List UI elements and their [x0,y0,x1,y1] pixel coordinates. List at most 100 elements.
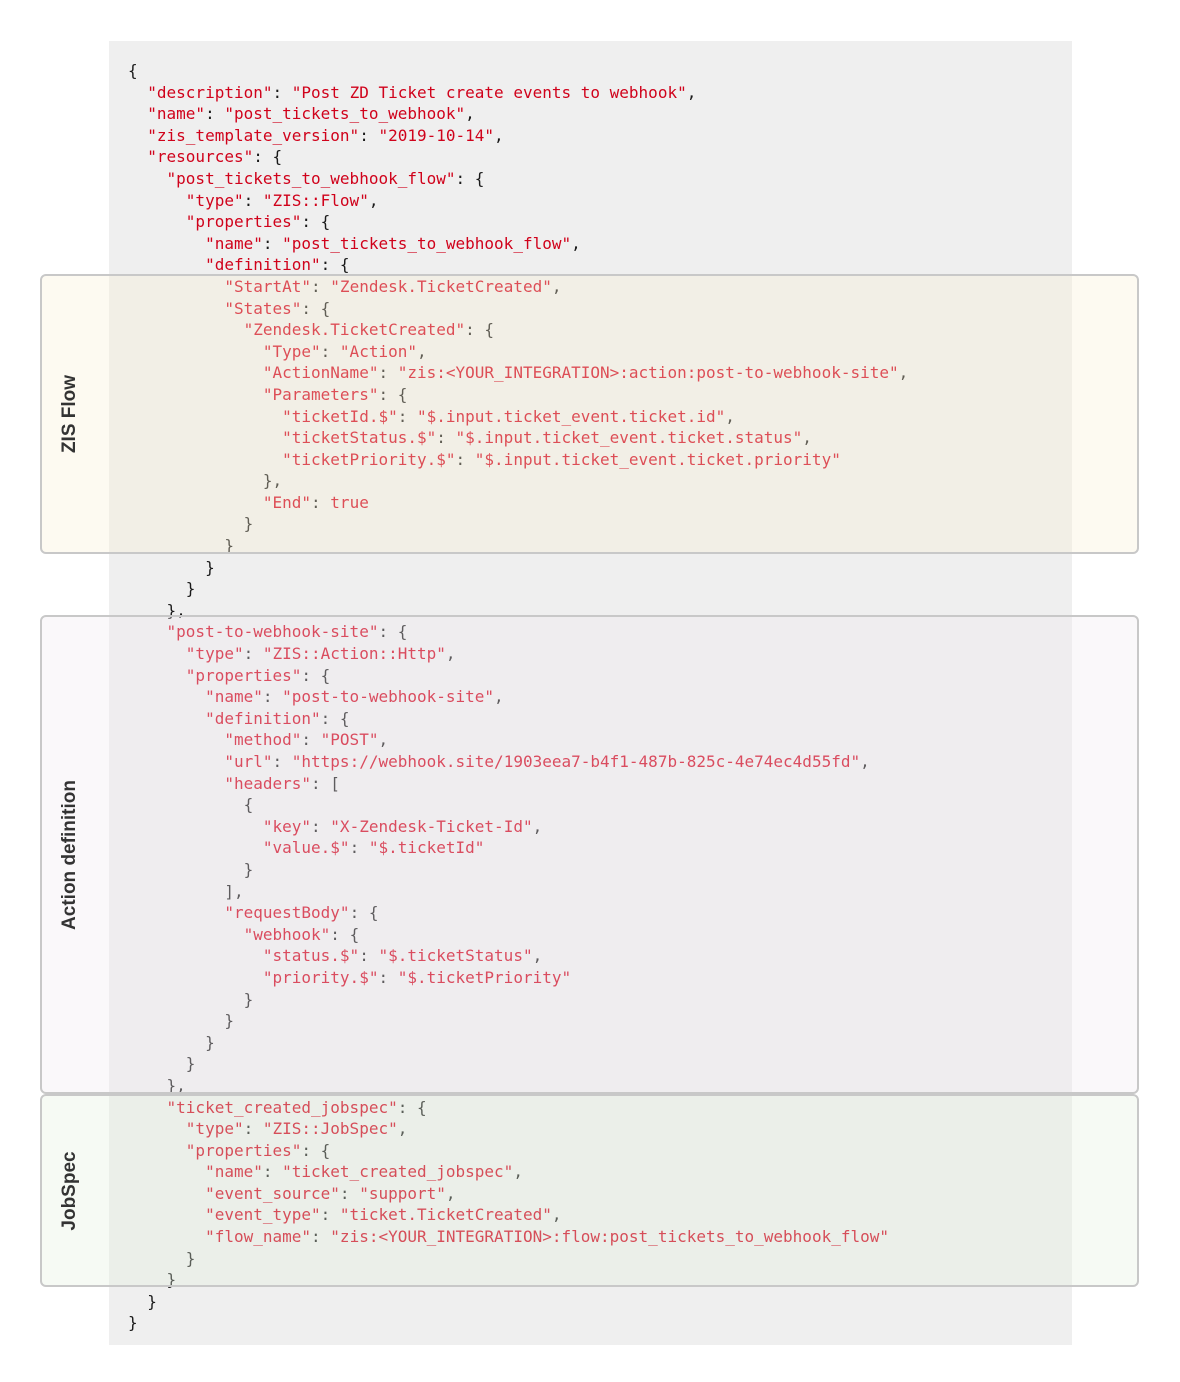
code-line: }, [128,1075,908,1097]
code-line: "post-to-webhook-site": { [128,621,908,643]
code-line: } [128,535,908,557]
json-punctuation: : [359,125,379,145]
code-line: } [128,1269,908,1291]
json-value: "$.ticketPriority" [397,967,572,987]
json-key: "properties" [185,1140,302,1160]
json-key: "Parameters" [262,384,379,404]
json-punctuation: , [532,816,543,836]
code-line: } [128,513,908,535]
json-punctuation: : { [378,384,408,404]
json-value: "Action" [339,341,417,361]
json-key: "properties" [185,665,302,685]
json-key: "definition" [205,255,321,275]
json-key: "name" [205,1162,263,1182]
json-punctuation: : [436,428,456,448]
json-key: "ActionName" [262,363,379,383]
json-key: "post_tickets_to_webhook_flow" [166,168,456,188]
json-key: "ticketId.$" [282,406,398,426]
json-value: "post_tickets_to_webhook_flow" [282,233,572,253]
code-line: "url": "https://webhook.site/1903eea7-b4… [128,751,908,773]
json-punctuation: : [205,104,225,124]
json-punctuation: : { [397,1097,427,1117]
json-value: "ZIS::Action::Http" [262,644,446,664]
json-punctuation: : [397,406,417,426]
json-punctuation: : [272,752,292,771]
json-value: "zis:<YOUR_INTEGRATION>:flow:post_ticket… [330,1227,889,1247]
zis-flow-label: ZIS Flow [59,374,80,454]
code-line: "type": "ZIS::Flow", [128,190,908,212]
code-line: } [128,1291,908,1313]
json-punctuation: } [128,1313,138,1333]
code-line: "type": "ZIS::Action::Http", [128,643,908,665]
json-key: "zis_template_version" [147,125,360,145]
json-punctuation: { [128,61,138,80]
action-definition-region: Action definition [40,615,1139,1094]
json-punctuation: : { [465,320,495,340]
code-line: "properties": { [128,665,908,687]
json-value: "$.ticketId" [368,838,485,858]
json-punctuation: : [349,838,369,858]
json-punctuation: } [185,1054,196,1074]
code-line: "event_type": "ticket.TicketCreated", [128,1204,908,1226]
json-key: "ticket_created_jobspec" [166,1097,398,1117]
json-punctuation: : [243,1119,263,1139]
code-line: "properties": { [128,211,908,233]
code-line: "States": { [128,298,908,320]
json-value: "ZIS::Flow" [262,190,369,210]
json-punctuation: , [494,125,504,145]
json-value: "zis:<YOUR_INTEGRATION>:action:post-to-w… [397,363,899,383]
json-value: "$.input.ticket_event.ticket.status" [455,428,803,448]
code-line: "status.$": "$.ticketStatus", [128,945,908,967]
code-line: } [128,1053,908,1075]
json-punctuation: : { [330,924,360,944]
code-line: "value.$": "$.ticketId" [128,837,908,859]
json-value: "post_tickets_to_webhook" [224,104,466,124]
code-line: "resources": { [128,146,908,168]
code-line: } [128,1248,908,1270]
json-value: "ticket.TicketCreated" [339,1205,552,1225]
json-punctuation: : { [378,622,408,642]
json-key: "event_source" [205,1183,340,1203]
json-key: "webhook" [243,924,331,944]
json-punctuation: , [551,1205,562,1225]
json-punctuation: : [243,190,263,210]
json-punctuation: : { [301,212,331,232]
code-line: "name": "ticket_created_jobspec", [128,1161,908,1183]
json-value: "Post ZD Ticket create events to webhook… [291,82,687,102]
json-value: "ticket_created_jobspec" [282,1162,514,1182]
json-punctuation: , [368,190,379,210]
json-punctuation: : { [301,665,331,685]
json-punctuation: , [397,1119,408,1139]
json-value: "X-Zendesk-Ticket-Id" [330,816,533,836]
code-line: "requestBody": { [128,902,908,924]
json-punctuation: } [224,1011,234,1031]
json-value: "Zendesk.TicketCreated" [330,276,552,296]
json-punctuation: } [147,1291,157,1311]
json-value: "POST" [320,730,379,750]
json-key: "description" [147,82,273,102]
code-line: "End": true [128,492,908,514]
json-punctuation: : [339,1183,360,1203]
code-line: } [128,1010,908,1032]
json-punctuation: } [224,536,234,556]
code-line: "flow_name": "zis:<YOUR_INTEGRATION>:flo… [128,1226,908,1248]
code-line: "ActionName": "zis:<YOUR_INTEGRATION>:ac… [128,362,908,384]
code-line: "key": "X-Zendesk-Ticket-Id", [128,816,908,838]
json-punctuation: , [513,1162,523,1182]
json-punctuation: : [ [311,773,340,793]
json-punctuation: : [311,276,331,296]
json-punctuation: , [725,406,735,426]
json-punctuation: , [532,946,543,966]
json-key: "properties" [185,212,302,232]
json-key: "status.$" [262,946,360,966]
json-punctuation: , [898,363,909,383]
code-line: "ticketPriority.$": "$.input.ticket_even… [128,449,908,471]
code-line: "webhook": { [128,924,908,946]
json-key: "Zendesk.TicketCreated" [243,320,466,340]
json-punctuation: , [860,752,870,771]
json-key: "requestBody" [224,903,350,923]
code-line: "headers": [ [128,773,908,795]
json-punctuation: : { [320,708,350,728]
code-line: "priority.$": "$.ticketPriority" [128,967,908,989]
code-line: "properties": { [128,1140,908,1162]
